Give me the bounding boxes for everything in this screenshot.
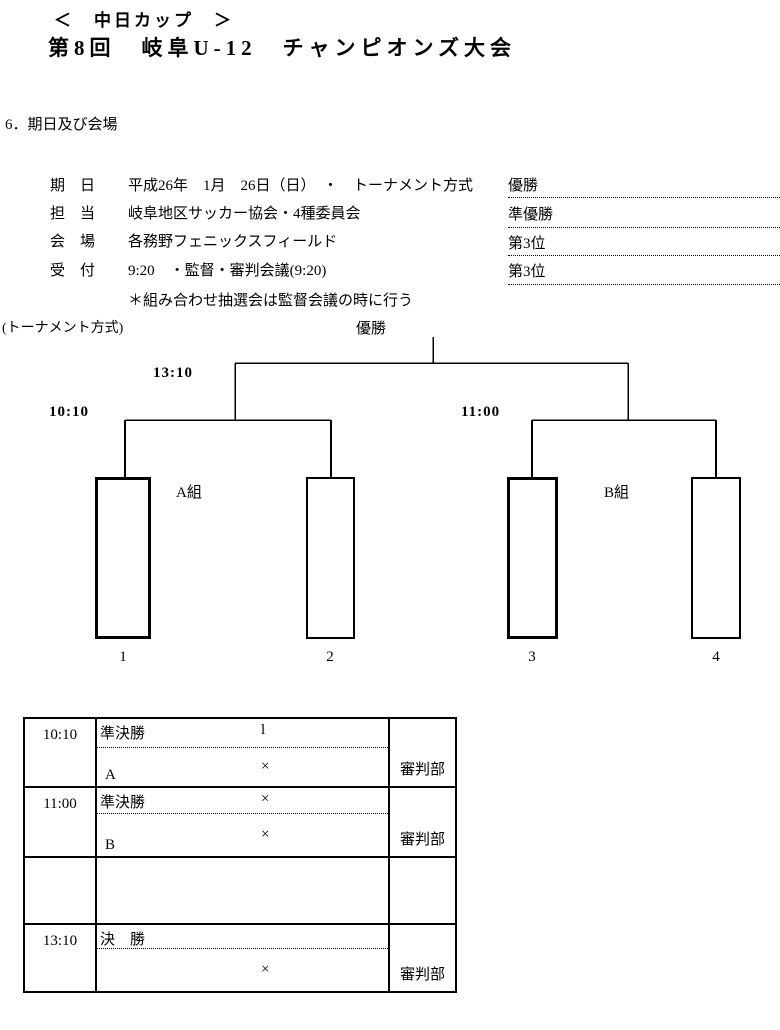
result-line-third-b: 第3位 (508, 262, 780, 285)
referee-cell: 審判部 (390, 719, 455, 786)
seed-number-1: 1 (119, 649, 127, 665)
match-round-line: 決 勝 (97, 925, 388, 949)
bracket-winner-label: 優勝 (356, 321, 387, 337)
group-a-label: A組 (176, 485, 202, 501)
section-heading: 6．期日及び会場 (5, 117, 118, 133)
info-row-date: 期 日 平成26年 1月 26日（日） ・ トーナメント方式 (50, 176, 473, 196)
team-slot-4 (691, 477, 741, 639)
right-semifinal-time-label: 11:00 (461, 404, 501, 420)
referee-label: 審判部 (399, 832, 445, 848)
schedule-row-semifinal-b: 11:00 準決勝 × B × 審判部 (25, 788, 455, 858)
match-detail-cell: 準決勝 × B × (97, 788, 390, 856)
match-detail-cell: 準決勝 l A × (97, 719, 390, 786)
schedule-row-empty (25, 858, 455, 925)
seed-number-3: 3 (528, 649, 536, 665)
info-label-venue: 会 場 (50, 234, 96, 250)
result-line-third-a: 第3位 (508, 234, 780, 256)
round-label: 準決勝 (100, 795, 146, 811)
match-schedule-table: 10:10 準決勝 l A × 審判部 11:00 準決勝 × (23, 717, 457, 993)
tournament-subtitle: ＜ 中日カップ ＞ (54, 11, 234, 30)
match-round-line: 準決勝 × (97, 788, 388, 814)
seed-number-2: 2 (326, 649, 334, 665)
final-time-label: 13:10 (153, 365, 193, 381)
seed-number-4: 4 (712, 649, 720, 665)
referee-cell: 審判部 (390, 788, 455, 856)
info-row-organizer: 担 当 岐阜地区サッカー協会・4種委員会 (50, 204, 361, 224)
match-time-cell: 11:00 (25, 788, 97, 856)
versus-mark: × (261, 758, 270, 775)
team-slot-3 (507, 477, 558, 639)
match-group-line: B × (97, 814, 388, 856)
info-value-venue: 各務野フェニックスフィールド (128, 234, 338, 250)
result-line-champion: 優勝 (508, 176, 780, 198)
left-semifinal-time-label: 10:10 (49, 404, 89, 420)
result-label-third-a: 第3位 (508, 236, 546, 252)
versus-mark: × (261, 826, 270, 843)
group-letter: B (105, 837, 116, 853)
versus-mark: × (261, 961, 270, 978)
info-row-venue: 会 場 各務野フェニックスフィールド (50, 232, 337, 252)
info-value-reception: 9:20 ・監督・審判会議(9:20) (128, 263, 327, 279)
info-row-reception: 受 付 9:20 ・監督・審判会議(9:20) (50, 261, 326, 281)
score-mark: l (261, 722, 266, 738)
match-group-line: A × (97, 748, 388, 786)
match-time-cell (25, 858, 97, 923)
match-time: 13:10 (42, 933, 78, 949)
draw-note: ＊組み合わせ抽選会は監督会議の時に行う (128, 293, 414, 309)
versus-mark: × (261, 791, 270, 807)
result-label-third-b: 第3位 (508, 264, 546, 280)
result-label-runnerup: 準優勝 (508, 207, 554, 223)
info-value-organizer: 岐阜地区サッカー協会・4種委員会 (128, 206, 361, 222)
tournament-title: 第8回 岐阜U-12 チャンピオンズ大会 (48, 36, 517, 60)
match-time: 10:10 (42, 727, 78, 743)
info-label-organizer: 担 当 (50, 206, 96, 222)
match-detail-cell: 決 勝 × (97, 925, 390, 991)
group-b-label: B組 (604, 485, 630, 501)
group-letter: A (105, 767, 116, 783)
match-time-cell: 10:10 (25, 719, 97, 786)
info-label-reception: 受 付 (50, 263, 96, 279)
round-label: 決 勝 (100, 932, 146, 948)
team-slot-2 (306, 477, 355, 639)
info-label-date: 期 日 (50, 178, 96, 194)
match-round-line: 準決勝 l (97, 719, 388, 748)
referee-cell (390, 858, 455, 923)
info-value-date: 平成26年 1月 26日（日） ・ トーナメント方式 (128, 178, 474, 194)
match-detail-cell (97, 858, 390, 923)
schedule-row-final: 13:10 決 勝 × 審判部 (25, 925, 455, 991)
schedule-row-semifinal-a: 10:10 準決勝 l A × 審判部 (25, 719, 455, 788)
result-label-champion: 優勝 (508, 178, 539, 194)
result-line-runnerup: 準優勝 (508, 205, 780, 228)
team-slot-1 (95, 477, 151, 639)
match-time: 11:00 (43, 796, 77, 812)
referee-label: 審判部 (399, 762, 445, 778)
round-label: 準決勝 (100, 726, 146, 742)
referee-label: 審判部 (399, 967, 445, 983)
bracket-lines (124, 337, 717, 478)
match-time-cell: 13:10 (25, 925, 97, 991)
match-group-line: × (97, 949, 388, 991)
referee-cell: 審判部 (390, 925, 455, 991)
bracket-caption: (トーナメント方式) (2, 321, 124, 336)
